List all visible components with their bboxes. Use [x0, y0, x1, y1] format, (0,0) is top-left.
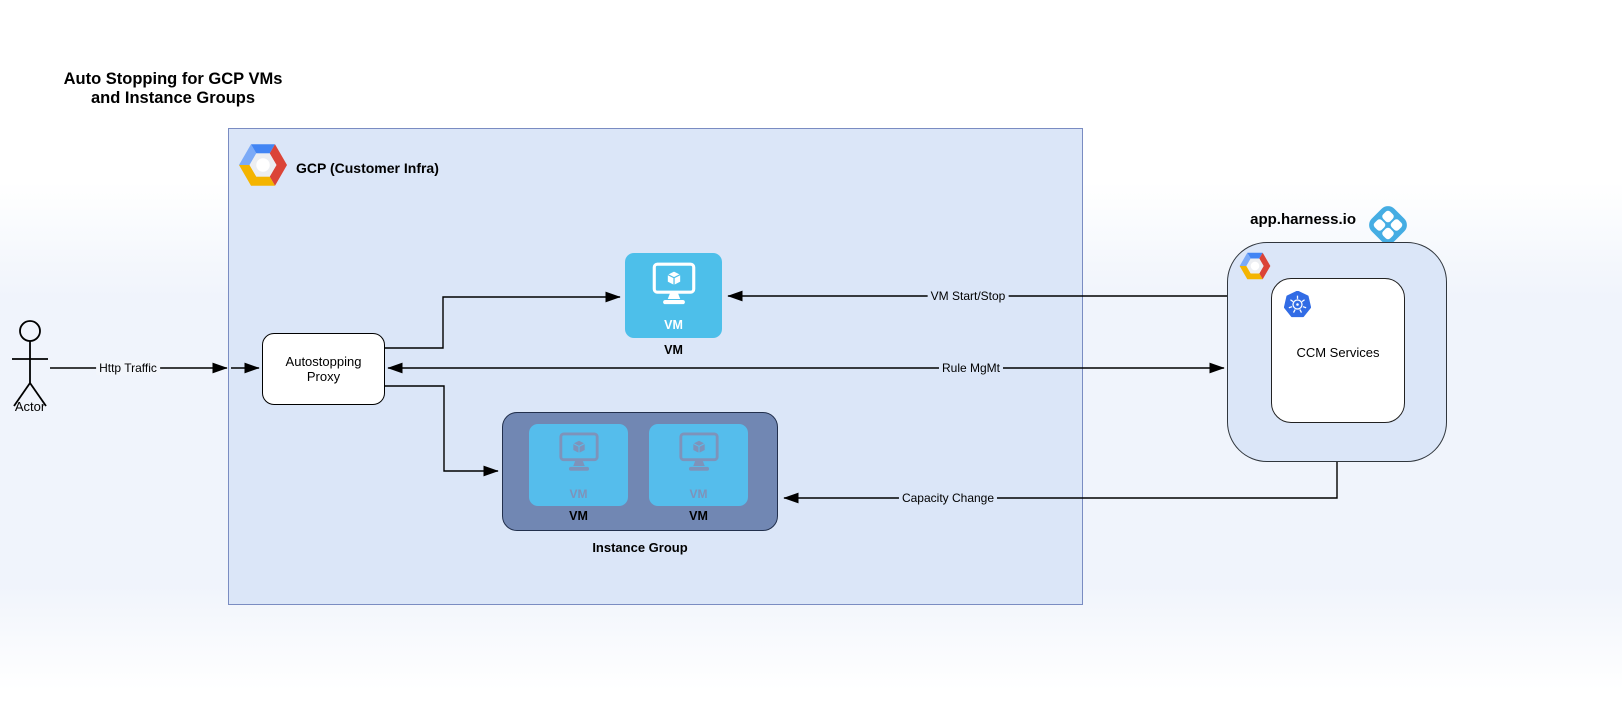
edge-capacity-change-label: Capacity Change — [898, 491, 998, 505]
diagram-title: Auto Stopping for GCP VMs and Instance G… — [33, 70, 313, 108]
vm-icon-label: VM — [689, 487, 708, 501]
vm-node: VM — [625, 253, 722, 338]
edge-rule-mgmt-label: Rule MgMt — [938, 361, 1004, 375]
edge-http-traffic-label: Http Traffic — [96, 361, 160, 375]
vm-icon-label: VM — [664, 318, 683, 332]
vm-tile-caption: VM — [569, 509, 588, 523]
diagram-title-line2: and Instance Groups — [90, 89, 256, 107]
vm-tile-caption: VM — [689, 509, 708, 523]
instance-group-vm-tile: VM — [649, 424, 748, 506]
vm-monitor-icon — [652, 262, 695, 305]
kubernetes-icon — [1284, 291, 1311, 318]
harness-gcp-logo-icon — [1239, 252, 1271, 280]
actor-figure-icon — [12, 320, 48, 407]
instance-group-label: Instance Group — [592, 540, 688, 555]
instance-group-container: VM VM VM VM — [502, 412, 778, 531]
vm-icon-label: VM — [569, 487, 588, 501]
gcp-logo-icon — [239, 144, 287, 186]
instance-group-vm-tile: VM — [529, 424, 628, 506]
gcp-container-label: GCP (Customer Infra) — [296, 160, 439, 176]
harness-logo-icon — [1369, 206, 1407, 244]
autostopping-proxy-label: Autostopping Proxy — [285, 354, 362, 384]
actor-label: Actor — [14, 399, 46, 414]
autostopping-proxy-node: Autostopping Proxy — [262, 333, 385, 405]
ccm-services-label: CCM Services — [1296, 345, 1380, 360]
diagram-title-line1: Auto Stopping for GCP VMs — [63, 70, 283, 88]
edge-vm-start-stop-label: VM Start/Stop — [927, 289, 1009, 303]
vm-caption: VM — [664, 343, 683, 357]
vm-monitor-icon — [678, 432, 719, 471]
harness-label: app.harness.io — [1250, 211, 1356, 228]
ccm-services-node: CCM Services — [1271, 278, 1405, 423]
vm-monitor-icon — [558, 432, 599, 471]
